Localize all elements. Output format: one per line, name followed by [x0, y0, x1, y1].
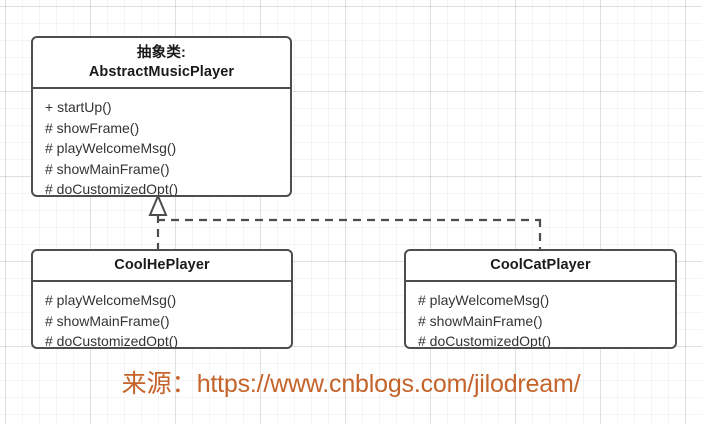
class-member: # doCustomizedOpt() — [45, 333, 179, 349]
class-member: # showMainFrame() — [418, 312, 543, 329]
class-member: + startUp() — [45, 99, 112, 115]
class-member: # playWelcomeMsg() — [45, 140, 177, 156]
class-header-cool-he-player: CoolHePlayer — [33, 251, 291, 282]
class-member: # showMainFrame() — [45, 160, 170, 177]
class-member: # playWelcomeMsg() — [418, 292, 550, 308]
class-stereotype: 抽象类: — [136, 44, 187, 61]
uml-class-cool-cat-player[interactable]: CoolCatPlayer # playWelcomeMsg() # showM… — [404, 249, 677, 349]
class-name: CoolCatPlayer — [490, 257, 591, 273]
attribution-text: 来源：https://www.cnblogs.com/jilodream/ — [0, 367, 702, 401]
class-name: AbstractMusicPlayer — [88, 63, 235, 80]
class-members-abstract-music-player: + startUp() # showFrame() # playWelcomeM… — [33, 89, 290, 197]
class-header-abstract-music-player: 抽象类: AbstractMusicPlayer — [33, 38, 290, 89]
class-member: # showFrame() — [45, 119, 140, 136]
class-member: # showMainFrame() — [45, 312, 170, 329]
uml-class-cool-he-player[interactable]: CoolHePlayer # playWelcomeMsg() # showMa… — [31, 249, 293, 349]
class-member: # doCustomizedOpt() — [45, 181, 179, 197]
class-name: CoolHePlayer — [114, 257, 210, 273]
class-member: # doCustomizedOpt() — [418, 333, 552, 349]
class-members-cool-cat-player: # playWelcomeMsg() # showMainFrame() # d… — [406, 282, 675, 349]
class-members-cool-he-player: # playWelcomeMsg() # showMainFrame() # d… — [33, 282, 291, 349]
hollow-triangle-arrowhead — [148, 193, 168, 216]
attribution-url[interactable]: https://www.cnblogs.com/jilodream/ — [196, 370, 581, 398]
class-member: # playWelcomeMsg() — [45, 292, 177, 308]
attribution-label: 来源： — [121, 370, 197, 398]
uml-class-abstract-music-player[interactable]: 抽象类: AbstractMusicPlayer + startUp() # s… — [31, 36, 292, 197]
class-header-cool-cat-player: CoolCatPlayer — [406, 251, 675, 282]
